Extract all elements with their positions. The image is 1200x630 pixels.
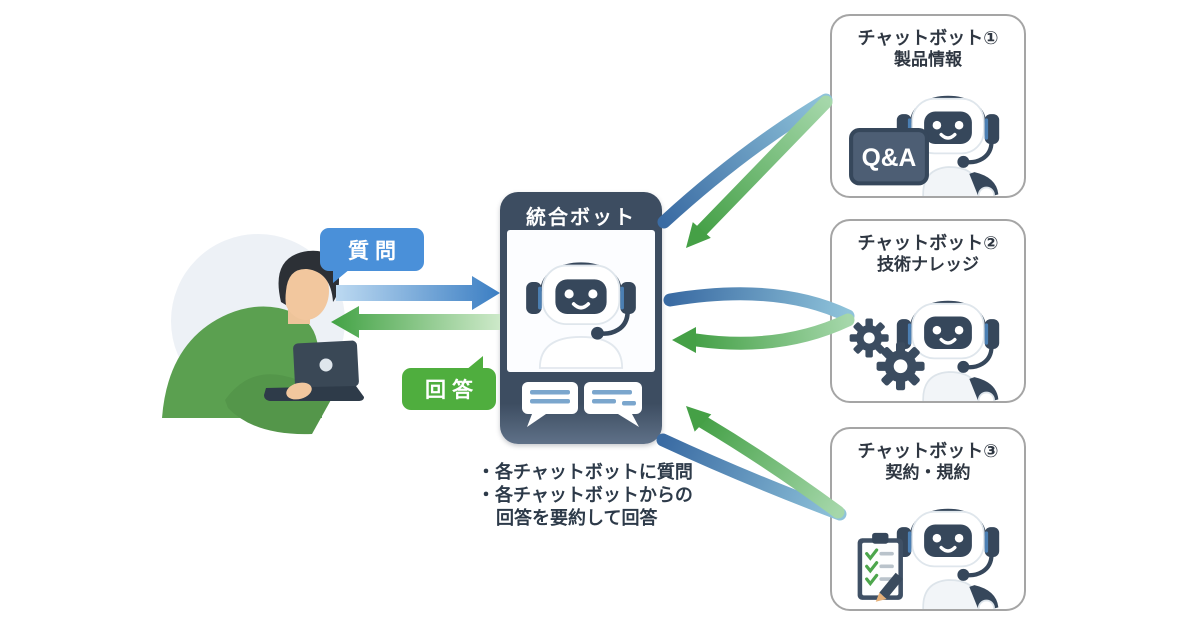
avatar-background xyxy=(171,234,345,408)
hub-notes: ・各チャットボットに質問 ・各チャットボットからの 回答を要約して回答 xyxy=(477,461,693,530)
loop2-answer-arrow xyxy=(689,313,855,350)
chatbot-2-title: チャットボット② xyxy=(857,233,999,253)
answer-label: 回答 xyxy=(425,379,479,402)
gears-icon xyxy=(849,318,925,391)
question-arrow xyxy=(336,276,500,310)
chatbot-1-subtitle: 製品情報 xyxy=(894,50,962,69)
chatbot-2-illustration xyxy=(832,277,1024,401)
hub-title: 統合ボット xyxy=(526,207,636,229)
chatbot-3-subtitle: 契約・規約 xyxy=(885,463,971,482)
laptop-icon xyxy=(293,340,359,390)
hub-robot-icon xyxy=(517,238,645,369)
qa-board-icon: Q&A xyxy=(849,127,929,185)
chatbot-3-title: チャットボット③ xyxy=(857,441,999,461)
note-line: ・各チャットボットからの xyxy=(477,485,693,505)
question-label: 質問 xyxy=(348,239,402,263)
qa-badge-text: Q&A xyxy=(862,145,917,172)
clipboard-icon xyxy=(857,532,903,602)
robot-icon xyxy=(884,78,1012,196)
chatbot-card-3: チャットボット③ 契約・規約 xyxy=(830,427,1026,611)
note-line: 回答を要約して回答 xyxy=(496,508,658,528)
chatbot-1-illustration: Q&A xyxy=(832,72,1024,196)
loop1-answer-arrow xyxy=(695,95,833,237)
answer-label-bubble: 回答 xyxy=(402,356,496,410)
loop3-answer-arrow xyxy=(696,415,845,519)
robot-icon xyxy=(884,491,1012,609)
note-line: ・各チャットボットに質問 xyxy=(477,462,693,482)
loop3-arrowhead xyxy=(686,406,712,432)
hub-card: 統合ボット xyxy=(500,192,662,444)
loop2-question-arrow xyxy=(663,287,855,323)
robot-icon xyxy=(884,283,1012,401)
question-label-bubble: 質問 xyxy=(320,228,424,283)
loop1-arrowhead xyxy=(686,222,711,248)
chatbot-3-illustration xyxy=(832,485,1024,609)
chatbot-card-2: チャットボット② 技術ナレッジ xyxy=(830,219,1026,403)
chatbot-2-subtitle: 技術ナレッジ xyxy=(877,255,979,274)
loop1-question-arrow xyxy=(657,93,833,229)
chatbot-1-title: チャットボット① xyxy=(857,28,999,48)
loop2-arrowhead xyxy=(672,327,696,353)
hub-screen xyxy=(507,230,655,372)
answer-arrow xyxy=(331,306,500,338)
chatbot-card-1: チャットボット① 製品情報 Q&A xyxy=(830,14,1026,198)
chat-bubbles-icon xyxy=(522,382,642,427)
